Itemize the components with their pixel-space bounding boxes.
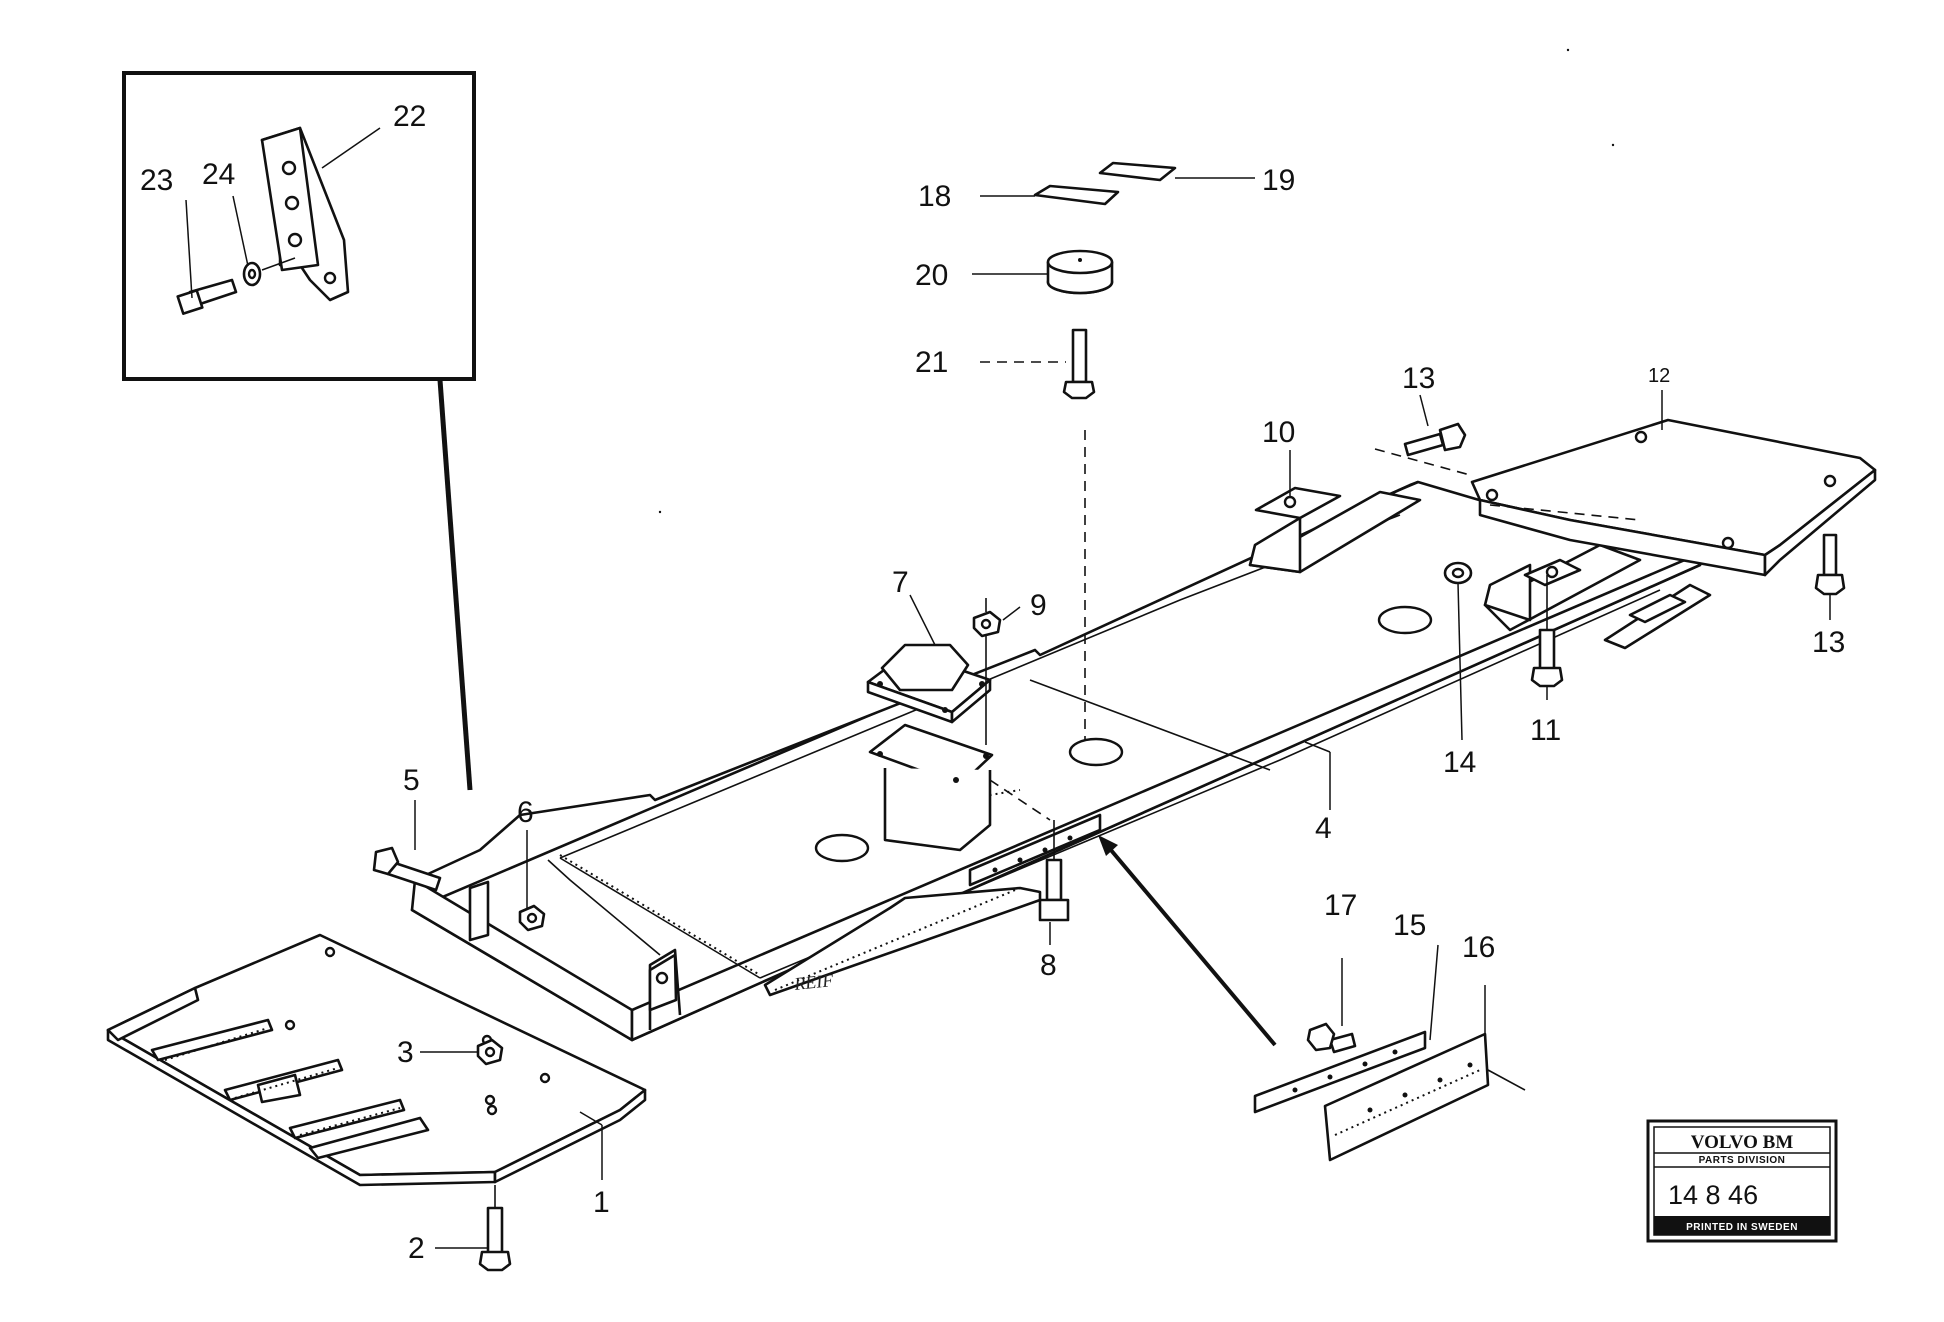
- bolt-8: [1038, 820, 1070, 922]
- callout-10: 10: [1262, 416, 1295, 449]
- callout-21: 21: [915, 346, 948, 379]
- strip-15: [1253, 1030, 1427, 1114]
- callout-12: 12: [1648, 365, 1670, 387]
- plate-12: [1374, 418, 1877, 577]
- callout-9: 9: [1030, 589, 1047, 622]
- badge-brand: VOLVO BM: [1691, 1132, 1794, 1153]
- bolt-5: [372, 846, 442, 892]
- bolt-13-right: [1814, 533, 1846, 596]
- nut-3: [476, 1038, 504, 1066]
- callout-22: 22: [393, 100, 426, 133]
- callout-17: 17: [1324, 889, 1357, 922]
- skid-plate-1: [106, 933, 647, 1187]
- callout-16: 16: [1462, 931, 1495, 964]
- bracket-22: [260, 126, 350, 302]
- mount-7: [866, 643, 1051, 852]
- pad-18: [1033, 184, 1120, 206]
- callout-24: 24: [202, 158, 235, 191]
- callout-23: 23: [140, 164, 173, 197]
- callouts: 1 2 3 4 5 6 7 8 9 10 11 12 13 13 14 15 1…: [397, 164, 1845, 1265]
- pad-19: [1098, 161, 1177, 182]
- handwritten-mark: REIF: [792, 970, 835, 994]
- callout-15: 15: [1393, 909, 1426, 942]
- callout-2: 2: [408, 1232, 425, 1265]
- callout-11: 11: [1530, 714, 1561, 747]
- volvo-bm-badge: VOLVO BM PARTS DIVISION 14 8 46 PRINTED …: [1646, 1119, 1838, 1243]
- disc-20: [1046, 249, 1114, 295]
- inset-pointer: [437, 379, 473, 791]
- nut-14: [1443, 561, 1473, 585]
- inset-detail: 22 23 24: [122, 71, 476, 381]
- badge-printed: PRINTED IN SWEDEN: [1686, 1222, 1798, 1233]
- leaders: [414, 177, 1831, 1249]
- callout-8: 8: [1040, 949, 1057, 982]
- main-frame-4: REIF: [410, 480, 1712, 1042]
- bolt-11: [1530, 575, 1564, 688]
- callout-3: 3: [397, 1036, 414, 1069]
- nut-9: [972, 598, 1002, 745]
- callout-4: 4: [1315, 812, 1332, 845]
- bolt-23: [176, 278, 238, 315]
- bolt-17: [1306, 1022, 1357, 1054]
- callout-18: 18: [918, 180, 951, 213]
- callout-1: 1: [593, 1186, 610, 1219]
- callout-5: 5: [403, 764, 420, 797]
- badge-division: PARTS DIVISION: [1699, 1155, 1786, 1166]
- badge-number: 14 8 46: [1668, 1180, 1758, 1210]
- callout-6: 6: [517, 796, 534, 829]
- callout-20: 20: [915, 259, 948, 292]
- bolt-21: [1062, 328, 1096, 400]
- callout-7: 7: [892, 566, 909, 599]
- callout-13-top: 13: [1402, 362, 1435, 395]
- arrow-to-strips: [1098, 835, 1277, 1047]
- bracket-10: [1254, 486, 1342, 520]
- strip-16: [1323, 1032, 1526, 1162]
- callout-14: 14: [1443, 746, 1476, 779]
- nut-6: [518, 904, 546, 932]
- callout-19: 19: [1262, 164, 1295, 197]
- bolt-2: [478, 1185, 512, 1272]
- bolt-13-top: [1403, 422, 1467, 457]
- callout-13-right: 13: [1812, 626, 1845, 659]
